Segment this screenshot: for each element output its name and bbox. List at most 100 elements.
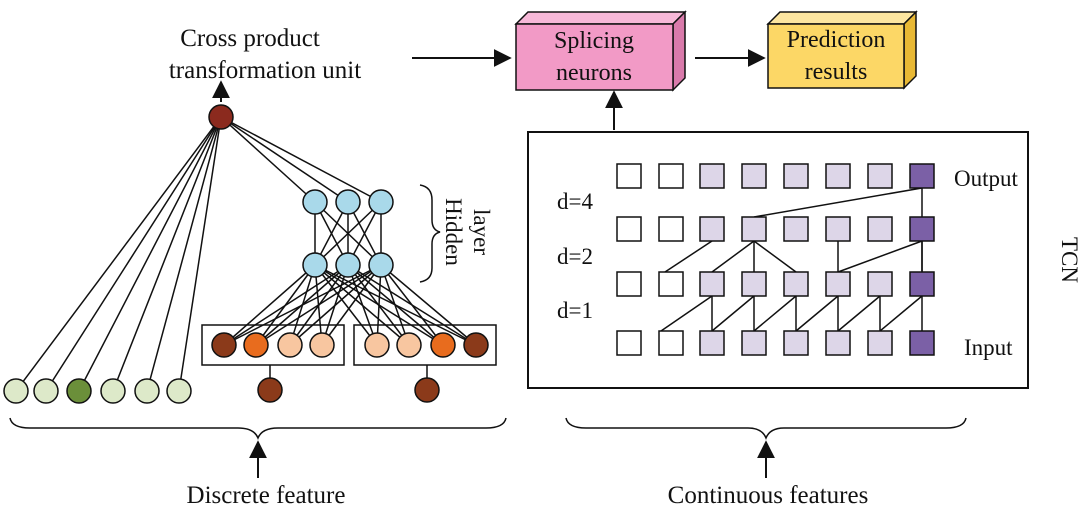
tcn-cell	[825, 216, 851, 242]
embedding-node	[396, 332, 422, 358]
top-label-line1: Cross product	[180, 25, 320, 52]
discrete-feature-node	[134, 378, 160, 404]
discrete-to-top-wire	[178, 116, 222, 392]
discrete-to-top-wire	[146, 116, 222, 392]
hidden-to-embedding-wire	[223, 264, 349, 346]
tcn-cell	[616, 271, 642, 297]
tcn-cell	[783, 216, 809, 242]
tcn-cell	[909, 271, 935, 297]
tcn-d1-wire	[879, 295, 923, 332]
splicing-neurons-box: Splicing neurons	[514, 10, 687, 92]
hidden-to-embedding-wire	[321, 264, 382, 346]
discrete-brace	[9, 417, 507, 441]
hidden-label-line2: layer	[469, 209, 494, 255]
hidden-to-embedding-wire	[347, 264, 378, 346]
tcn-cell	[825, 163, 851, 189]
embedding-node	[364, 332, 390, 358]
embedding-group-box-left	[201, 324, 345, 366]
continuous-features-label: Continuous features	[668, 482, 869, 509]
tcn-cell	[783, 271, 809, 297]
tcn-cell	[825, 271, 851, 297]
dilation-label-4: d=4	[557, 189, 593, 214]
tcn-cell	[616, 216, 642, 242]
tcn-cell	[741, 271, 767, 297]
hidden-layer-brace	[419, 184, 441, 283]
tcn-cell	[616, 330, 642, 356]
embedding-node	[243, 332, 269, 358]
hidden-node	[368, 189, 394, 215]
discrete-to-top-wire	[45, 116, 222, 392]
tcn-cell	[658, 330, 684, 356]
tcn-cell	[699, 271, 725, 297]
prediction-label-line1: Prediction	[787, 27, 886, 53]
network-nodes	[3, 104, 489, 404]
hidden-to-top-wire	[220, 116, 316, 203]
hidden-node	[302, 189, 328, 215]
hidden-node	[368, 252, 394, 278]
continuous-brace	[565, 417, 967, 441]
cross-product-node	[208, 104, 234, 130]
prediction-results-box: Prediction results	[766, 10, 918, 90]
tcn-d2-wire	[753, 240, 797, 273]
tcn-cell	[783, 330, 809, 356]
tcn-side-label: TCN	[1057, 237, 1080, 283]
hidden-to-embedding-wire	[223, 264, 316, 346]
hidden-to-embedding-wire	[314, 264, 378, 346]
tcn-cell	[699, 216, 725, 242]
discrete-feature-node	[3, 378, 29, 404]
splicing-label-line1: Splicing	[554, 28, 634, 54]
tcn-cell	[909, 216, 935, 242]
tcn-d2-wire	[711, 240, 755, 273]
splicing-label-line2: neurons	[556, 60, 632, 86]
tcn-cell	[783, 163, 809, 189]
embedding-node	[309, 332, 335, 358]
tcn-cell	[909, 330, 935, 356]
prediction-label-line2: results	[805, 59, 868, 85]
hidden-node	[335, 189, 361, 215]
hidden-to-embedding-wire	[376, 264, 382, 346]
hidden-to-embedding-wire	[255, 264, 382, 346]
hidden-to-embedding-wire	[223, 264, 382, 346]
hidden-label-line1: Hidden	[441, 198, 466, 266]
embedding-group-box-right	[353, 324, 497, 366]
tcn-connections	[660, 187, 923, 332]
hidden-to-embedding-wire	[380, 264, 410, 346]
hidden-to-embedding-wire	[380, 264, 444, 346]
tcn-cell	[699, 330, 725, 356]
tcn-cell	[909, 163, 935, 189]
tcn-cell	[867, 271, 893, 297]
tcn-cell	[658, 216, 684, 242]
discrete-feature-node	[66, 378, 92, 404]
tcn-d1-wire	[660, 295, 713, 332]
tcn-d1-wire	[837, 295, 881, 332]
sparse-input-node	[414, 377, 440, 403]
embedding-node	[463, 332, 489, 358]
hidden-to-top-wire	[220, 116, 382, 203]
discrete-feature-node	[166, 378, 192, 404]
tcn-d4-wire	[753, 187, 923, 218]
hidden-node	[302, 252, 328, 278]
tcn-cell	[699, 163, 725, 189]
tcn-cell	[741, 330, 767, 356]
tcn-d1-wire	[711, 295, 755, 332]
tcn-input-label: Input	[964, 335, 1013, 360]
sparse-input-node	[257, 377, 283, 403]
tcn-output-label: Output	[954, 166, 1019, 191]
tcn-d2-wire	[837, 240, 923, 273]
tcn-cell	[741, 163, 767, 189]
tcn-cell	[616, 163, 642, 189]
tcn-cell	[867, 216, 893, 242]
hidden-to-hidden-wire	[314, 201, 382, 266]
tcn-cell	[658, 271, 684, 297]
top-label-line2: transformation unit	[169, 57, 361, 84]
tcn-d2-wire	[664, 240, 713, 273]
tcn-cell	[867, 163, 893, 189]
hidden-to-embedding-wire	[289, 264, 382, 346]
discrete-feature-label: Discrete feature	[187, 482, 346, 509]
discrete-to-top-wire	[15, 116, 222, 392]
dilation-label-2: d=2	[557, 244, 593, 269]
tcn-cell	[867, 330, 893, 356]
tcn-box	[527, 131, 1029, 389]
discrete-to-top-wire	[112, 116, 222, 392]
